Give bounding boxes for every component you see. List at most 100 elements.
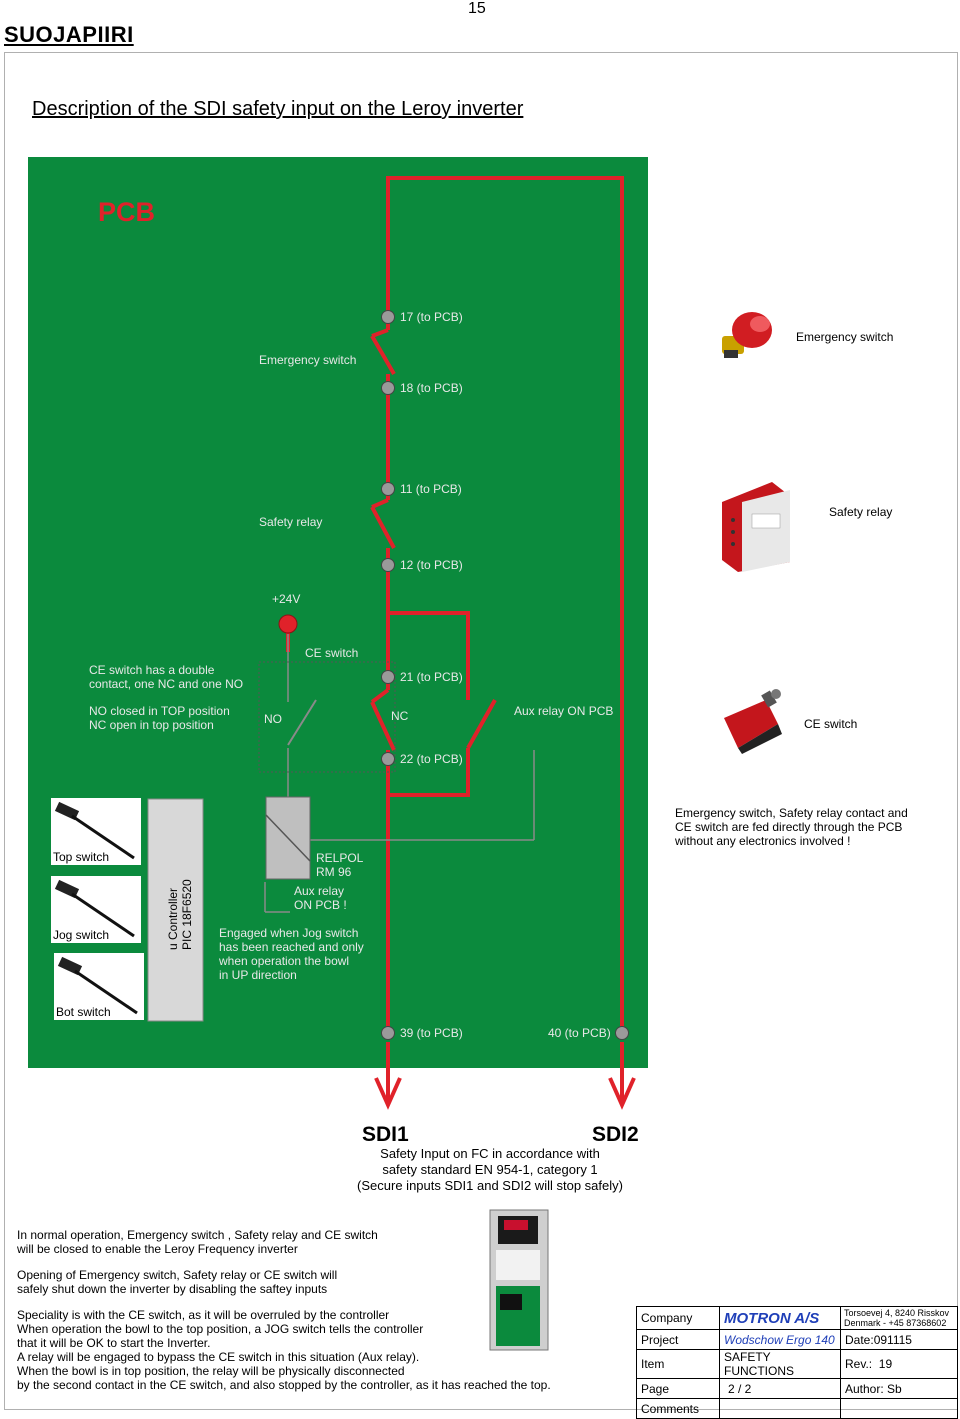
terminal-21 xyxy=(381,670,395,684)
date-value: 091115 xyxy=(873,1332,912,1347)
terminal-40-label: 40 (to PCB) xyxy=(548,1026,611,1040)
aux-relay-line1: Aux relay xyxy=(294,884,344,898)
comments-label-cell: Comments xyxy=(636,1398,720,1419)
terminal-17-label: 17 (to PCB) xyxy=(400,310,463,324)
nc-label: NC xyxy=(391,709,409,723)
company-label-cell: Company xyxy=(636,1306,720,1330)
rev-label: Rev.: xyxy=(845,1357,873,1371)
terminal-11-label: 11 (to PCB) xyxy=(400,482,462,496)
relpol-line2: RM 96 xyxy=(316,865,352,879)
sdi-description: Safety Input on FC in accordance with sa… xyxy=(330,1146,650,1194)
terminal-18 xyxy=(381,381,395,395)
title-block: Company MOTRON A/S Torsoevej 4, 8240 Ris… xyxy=(636,1306,958,1419)
note-p3-line5: When the bowl is in top position, the re… xyxy=(17,1364,405,1378)
terminal-22-label: 22 (to PCB) xyxy=(400,752,463,766)
relpol-line1: RELPOL xyxy=(316,851,364,865)
author-label: Author: xyxy=(845,1381,884,1396)
ce-desc-line1: CE switch has a double xyxy=(89,663,215,677)
inverter-image xyxy=(489,1209,549,1351)
no-desc-line2: NC open in top position xyxy=(89,718,214,732)
note-p3-line1: Speciality is with the CE switch, as it … xyxy=(17,1308,390,1322)
terminal-12 xyxy=(381,558,395,572)
item-value: SAFETY FUNCTIONS xyxy=(719,1349,841,1379)
aux-bypass-top xyxy=(388,611,470,700)
sdi-loop-wire xyxy=(386,176,624,1030)
bottom-notes: In normal operation, Emergency switch , … xyxy=(17,1228,577,1404)
terminal-18-label: 18 (to PCB) xyxy=(400,381,463,395)
ce-desc-line2: contact, one NC and one NO xyxy=(89,677,243,691)
engaged-line1: Engaged when Jog switch xyxy=(219,926,358,940)
aux-relay-contact xyxy=(466,699,497,749)
fed-line2: CE switch are fed directly through the P… xyxy=(675,820,902,834)
switch-symbols xyxy=(370,328,497,751)
safety-relay-label: Safety relay xyxy=(259,515,322,529)
controller-box: u Controller PIC 18F6520 xyxy=(147,798,204,1022)
address-line1: Torsoevej 4, 8240 Risskov xyxy=(844,1308,950,1318)
grey-wiring xyxy=(264,634,535,913)
sdi1-arrow xyxy=(374,1077,402,1110)
note-p2-line1: Opening of Emergency switch, Safety rela… xyxy=(17,1268,338,1282)
ce-switch-label: CE switch xyxy=(305,646,358,660)
engaged-line3: when operation the bowl xyxy=(218,954,349,968)
comments-value xyxy=(719,1398,841,1419)
aux-relay-on-pcb-label: Aux relay ON PCB xyxy=(514,704,613,718)
terminal-39-label: 39 (to PCB) xyxy=(400,1026,463,1040)
plus24v-terminal xyxy=(278,614,298,634)
terminal-12-label: 12 (to PCB) xyxy=(400,558,463,572)
note-p3-line4: A relay will be engaged to bypass the CE… xyxy=(17,1350,420,1364)
top-switch-panel: Top switch xyxy=(51,798,141,865)
terminal-21-label: 21 (to PCB) xyxy=(400,670,463,684)
rev-value: 19 xyxy=(878,1357,893,1371)
note-p3-line2: When operation the bowl to the top posit… xyxy=(17,1322,424,1336)
no-label: NO xyxy=(264,712,282,726)
top-switch-label: Top switch xyxy=(53,850,109,864)
pcb-label: PCB xyxy=(98,197,155,227)
side-ce-switch-label: CE switch xyxy=(804,717,857,731)
bot-switch-panel: Bot switch xyxy=(54,953,144,1020)
engaged-line4: in UP direction xyxy=(219,968,297,982)
bot-switch-label: Bot switch xyxy=(56,1005,111,1019)
safety-diagram: PCB xyxy=(28,157,908,1146)
author-cell: Author: Sb xyxy=(840,1378,958,1399)
comments-extra xyxy=(840,1398,958,1419)
sdi-line2: safety standard EN 954-1, category 1 xyxy=(382,1162,598,1177)
terminal-39 xyxy=(381,1026,395,1040)
page-title: Description of the SDI safety input on t… xyxy=(32,98,524,120)
controller-line2: PIC 18F6520 xyxy=(180,879,194,950)
company-name: MOTRON A/S xyxy=(719,1306,841,1330)
address-line2: Denmark - +45 87368602 xyxy=(844,1318,947,1328)
date-cell: Date:091115 xyxy=(840,1329,958,1350)
note-p3-line6: by the second contact in the CE switch, … xyxy=(17,1378,551,1392)
no-desc-line1: NO closed in TOP position xyxy=(89,704,230,718)
engaged-line2: has been reached and only xyxy=(219,940,364,954)
author-value: Sb xyxy=(887,1381,902,1396)
emergency-switch-label: Emergency switch xyxy=(259,353,356,367)
sdi1-label: SDI1 xyxy=(362,1123,409,1146)
page-frame xyxy=(4,52,958,1410)
page-label-cell: Page xyxy=(636,1378,720,1399)
sdi-line1: Safety Input on FC in accordance with xyxy=(380,1146,600,1161)
sdi-line3: (Secure inputs SDI1 and SDI2 will stop s… xyxy=(357,1178,623,1193)
project-label-cell: Project xyxy=(636,1329,720,1350)
side-emergency-switch-label: Emergency switch xyxy=(796,330,893,344)
note-p1-line1: In normal operation, Emergency switch , … xyxy=(17,1228,378,1242)
ce-switch-image xyxy=(724,689,782,754)
note-p1-line2: will be closed to enable the Leroy Frequ… xyxy=(17,1242,298,1256)
note-p3-line3: that it will be OK to start the Inverter… xyxy=(17,1336,211,1350)
page-number: 15 xyxy=(468,0,486,17)
company-address: Torsoevej 4, 8240 Risskov Denmark - +45 … xyxy=(840,1306,958,1330)
safety-relay-contact xyxy=(370,506,396,549)
terminal-40 xyxy=(615,1026,629,1040)
date-label: Date: xyxy=(845,1332,874,1347)
item-label-cell: Item xyxy=(636,1349,720,1379)
terminal-17 xyxy=(381,310,395,324)
aux-relay-box xyxy=(265,796,311,880)
emergency-switch-contact xyxy=(370,334,396,376)
terminal-11 xyxy=(381,482,395,496)
rev-cell: Rev.: 19 xyxy=(840,1349,958,1379)
jog-switch-label: Jog switch xyxy=(53,928,109,942)
ce-switch-box xyxy=(258,661,396,773)
plus24v-label: +24V xyxy=(272,592,300,606)
aux-relay-line2: ON PCB ! xyxy=(294,898,347,912)
controller-line1: u Controller xyxy=(166,888,180,950)
